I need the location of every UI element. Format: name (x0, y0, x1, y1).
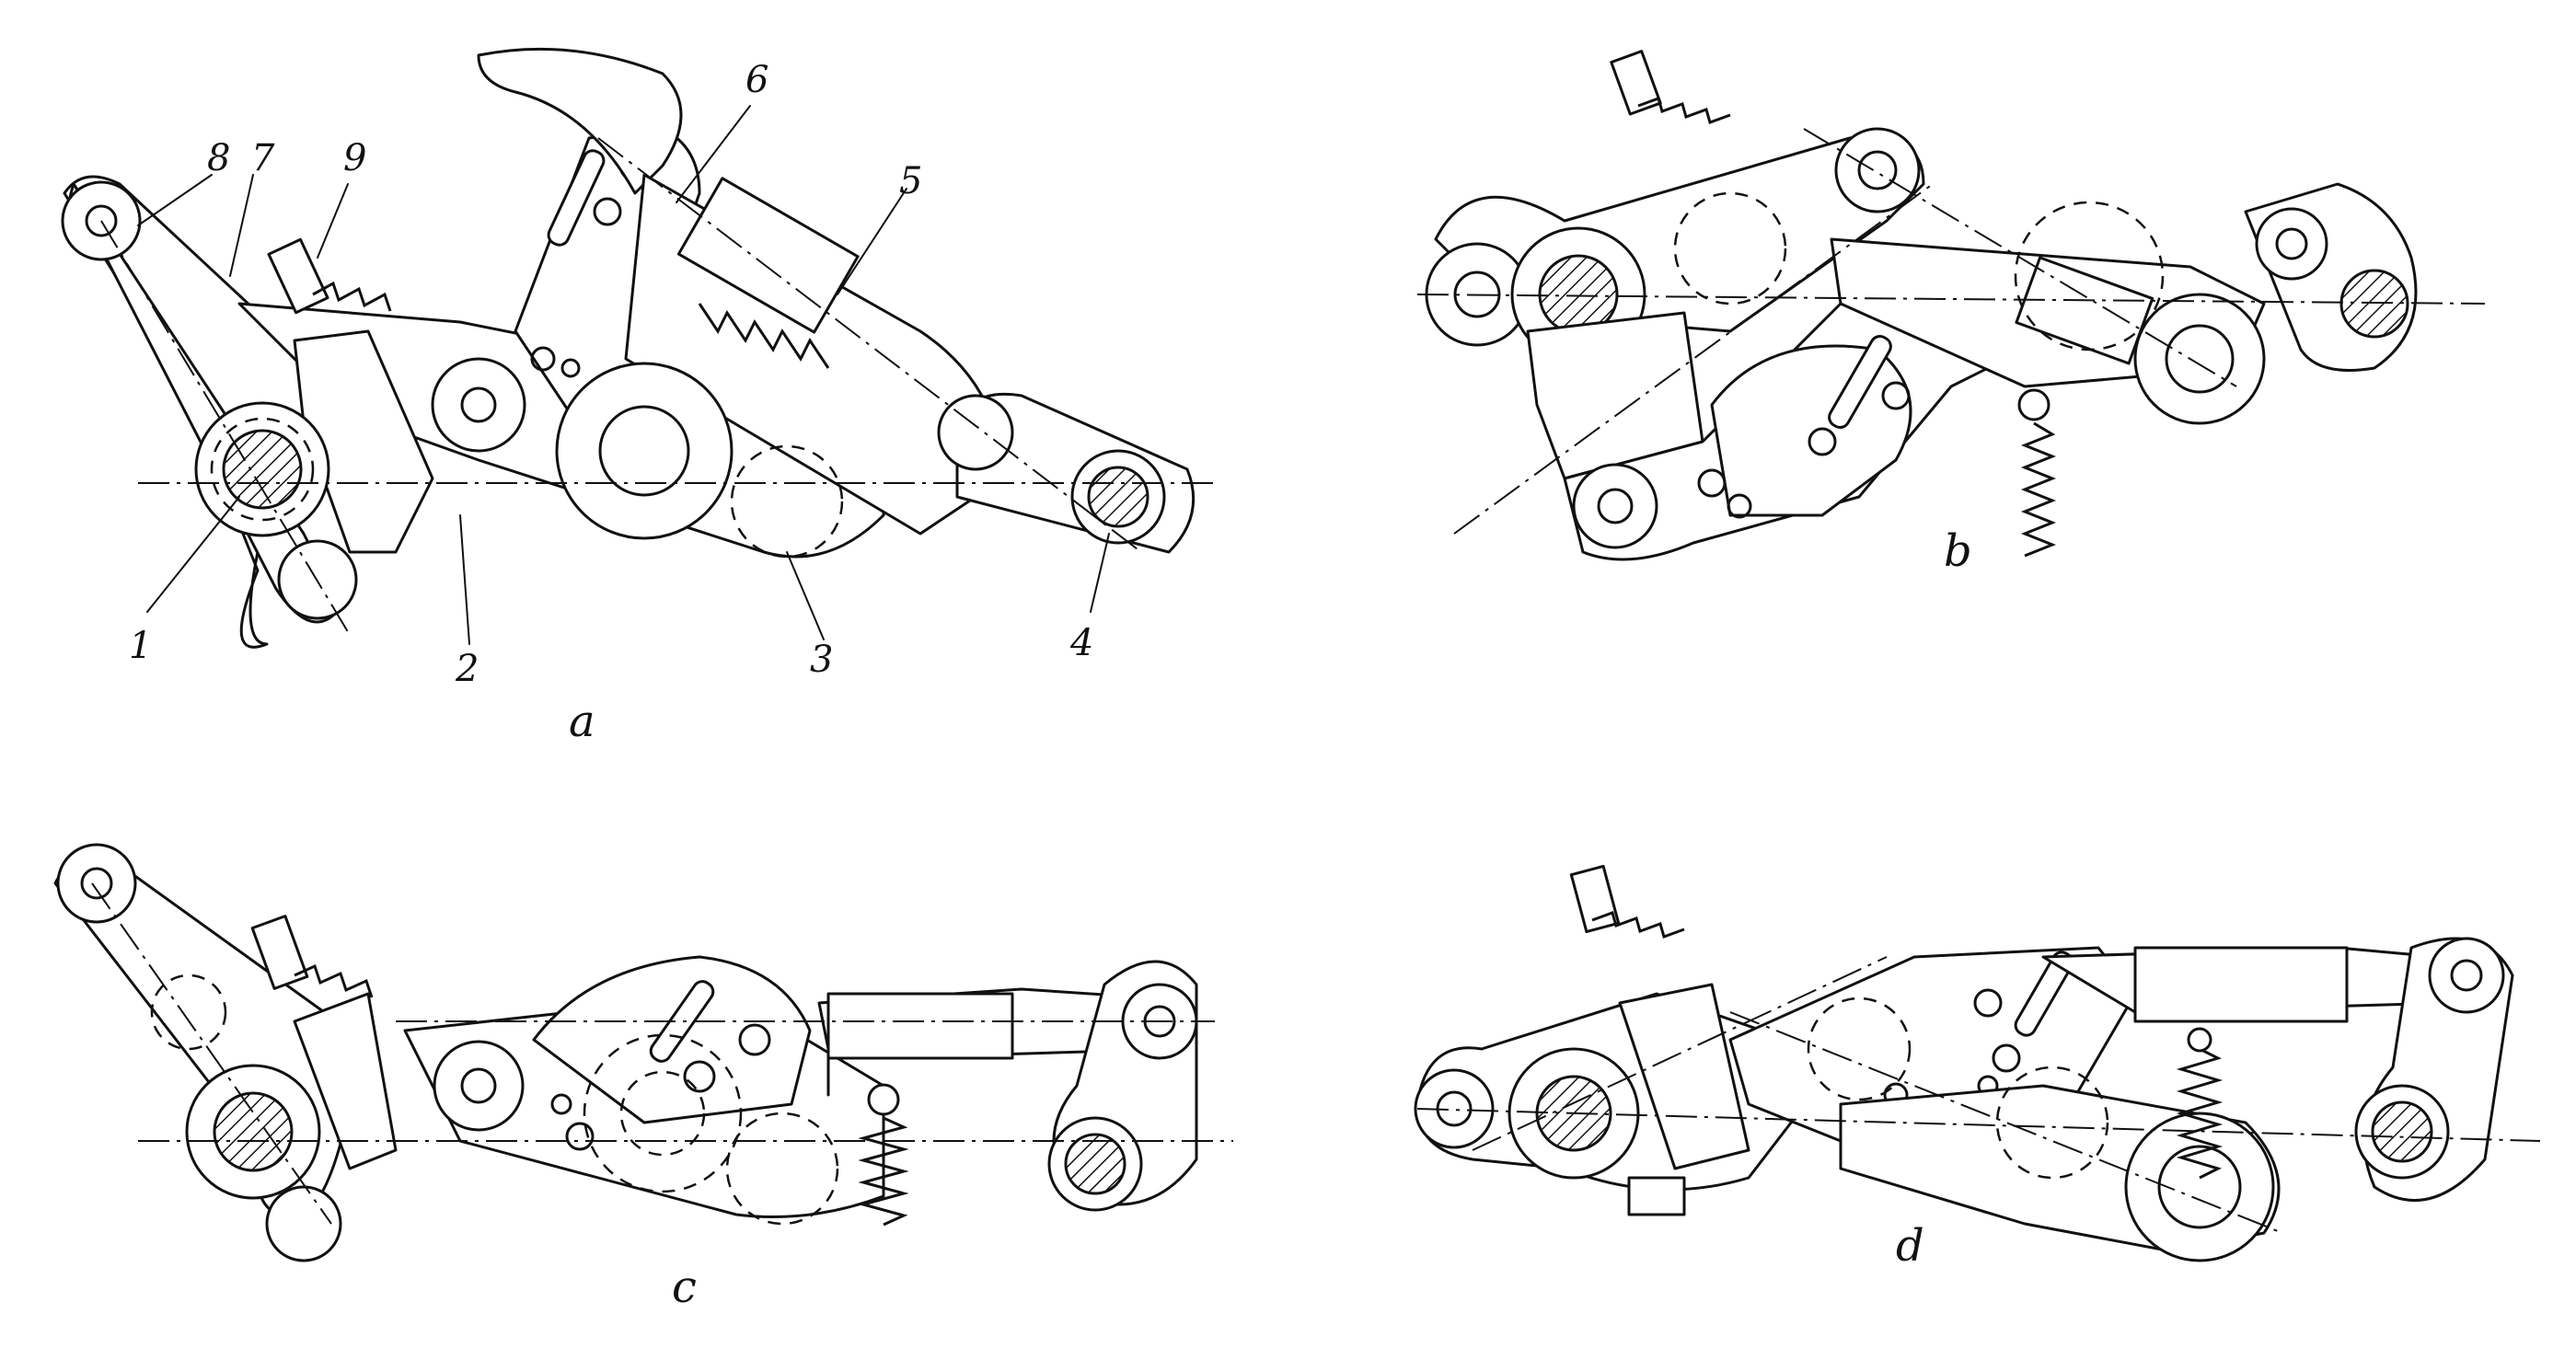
panel-c: c (53, 843, 1233, 1313)
shaft-c (1064, 1133, 1126, 1195)
callout-6: 6 (745, 59, 768, 101)
callout-2: 2 (455, 648, 479, 690)
caption-b: b (1944, 525, 1972, 577)
callout-1: 1 (129, 625, 152, 667)
wheel-c (213, 1091, 294, 1172)
panel-a: 1 2 3 4 5 6 7 8 9 a (61, 47, 1215, 747)
callout-4: 4 (1069, 622, 1093, 664)
panel-b: b (1416, 50, 2486, 577)
pivot-2 (431, 357, 526, 453)
shaft-b (2339, 269, 2409, 339)
plunger-b (1610, 50, 1731, 124)
caption-c: c (672, 1262, 697, 1313)
panel-d: d (1414, 864, 2541, 1272)
spring-5 (698, 303, 830, 369)
gear-c (583, 1033, 743, 1193)
spring-c-down (858, 1116, 909, 1227)
callout-5: 5 (899, 160, 922, 202)
gear-main-hub (598, 405, 690, 497)
callout-3: 3 (810, 639, 833, 681)
caption-d: d (1896, 1220, 1924, 1272)
caption-a: a (569, 696, 595, 747)
spring-d (2176, 1047, 2224, 1180)
callout-9: 9 (343, 137, 366, 179)
callout-7: 7 (251, 137, 275, 179)
cam-b (1710, 344, 1912, 517)
spring-9 (267, 237, 392, 315)
claw (477, 47, 683, 195)
plunger-d (1569, 864, 1685, 939)
housing-c (293, 992, 398, 1170)
slot-6 (547, 149, 606, 247)
wheel-1-hub (222, 429, 303, 510)
pivot-pin (85, 204, 118, 237)
shaft-d (2371, 1100, 2433, 1163)
spring-b (2020, 421, 2057, 558)
housing-d (1618, 983, 1750, 1170)
spring-c (250, 915, 374, 998)
wheel-3 (730, 444, 844, 559)
callout-8: 8 (207, 137, 230, 179)
